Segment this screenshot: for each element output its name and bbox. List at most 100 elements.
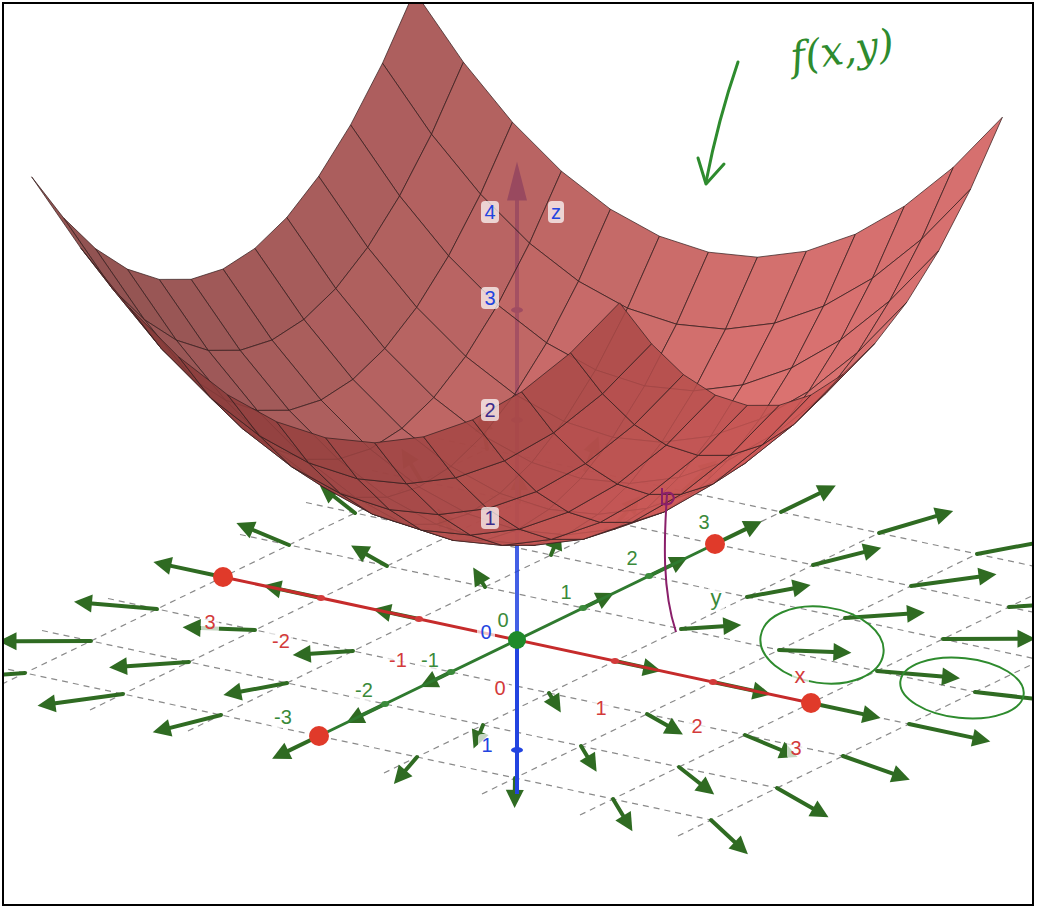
gradient-arrow-head: [809, 801, 829, 818]
gradient-arrow-shaft: [4, 673, 25, 678]
gradient-arrow-head: [272, 743, 292, 759]
gradient-arrow-shaft: [483, 583, 485, 587]
y-tick: [645, 573, 653, 579]
z-tick: [511, 747, 523, 753]
gradient-arrow-head: [742, 521, 762, 537]
gradient-arrow-shaft: [55, 694, 123, 703]
paraboloid-surface: [32, 4, 1003, 545]
gradient-arrow-head: [109, 657, 128, 675]
grid-line: [108, 599, 843, 757]
x-tick: [317, 595, 325, 601]
gradient-arrow-head: [183, 619, 201, 637]
grid-line: [188, 491, 683, 731]
y-tick: [447, 669, 455, 675]
surface-patch: [95, 249, 176, 341]
gradient-arrow-head: [236, 522, 256, 539]
surface-patch: [858, 251, 939, 352]
gradient-arrow-shaft: [879, 516, 936, 533]
gradient-arrow-shaft: [127, 662, 189, 666]
image-frame: [3, 3, 1033, 905]
x-axis-point: [801, 693, 821, 713]
grid-line: [174, 567, 909, 725]
scene-group: [4, 4, 1032, 854]
gradient-arrow-shaft: [253, 530, 289, 545]
gradient-arrow-shaft: [551, 548, 554, 555]
gradient-arrow-head: [791, 580, 810, 598]
axis-label: -1: [386, 649, 410, 671]
gradient-arrow-head: [580, 752, 597, 772]
y-tick: [579, 605, 587, 611]
axis-label: 1: [592, 697, 609, 719]
gradient-arrow-head: [816, 485, 836, 501]
z-axis: [515, 640, 519, 794]
gradient-arrow-head: [223, 683, 242, 701]
gradient-arrow-head: [941, 668, 960, 686]
axis-label: 0: [477, 621, 494, 643]
grid-line: [306, 503, 1032, 661]
point-mark: [662, 488, 674, 504]
gradient-arrow-shaft: [367, 554, 387, 566]
gradient-arrow-head: [1018, 630, 1033, 648]
gradient-arrow-head: [153, 719, 173, 736]
axis-label: 1: [481, 507, 498, 529]
axis-label: -1: [418, 649, 442, 671]
function-annotation: f(x,y): [785, 22, 900, 79]
x-tick: [415, 616, 423, 622]
surface-patch: [130, 308, 211, 398]
axis-label: 2: [623, 547, 640, 569]
grid-line: [4, 449, 487, 689]
gradient-arrow-head: [394, 765, 413, 785]
gradient-arrow-head: [544, 692, 561, 712]
gradient-arrow-head: [351, 546, 371, 563]
x-tick: [611, 658, 619, 664]
gradient-arrow-head: [890, 765, 910, 782]
origin-point: [508, 631, 526, 649]
axis-label: 2: [481, 399, 498, 421]
gradient-arrow-shaft: [679, 767, 700, 783]
grid-line: [4, 663, 711, 821]
gradient-arrow-shaft: [170, 715, 221, 728]
gradient-arrow-shaft: [406, 757, 417, 770]
axis-label: 3: [787, 737, 804, 759]
gradient-arrow-shaft: [777, 788, 813, 808]
axis-label: 1: [478, 734, 495, 756]
gradient-arrow-shaft: [877, 671, 942, 677]
annotations: [662, 62, 1027, 724]
gradient-arrow-head: [978, 568, 997, 586]
gradient-arrow-head: [833, 643, 851, 661]
gradient-arrow-head: [153, 557, 173, 575]
axis-label: -3: [271, 706, 295, 728]
gradient-arrow-head: [862, 543, 882, 560]
gradient-arrow-shaft: [681, 626, 723, 629]
surface-patch: [922, 117, 1003, 239]
gradient-arrow-shaft: [17, 639, 91, 643]
grid-line: [286, 512, 781, 752]
axis-label: y: [708, 586, 725, 610]
gradient-arrow-head: [473, 568, 490, 588]
surface-patch: [179, 357, 260, 436]
gradient-arrow-head: [694, 776, 714, 794]
gradient-arrow-shaft: [1009, 602, 1032, 607]
axis-label: 3: [695, 511, 712, 533]
gradient-arrow-shaft: [813, 552, 864, 565]
axis-label: 0: [494, 609, 511, 631]
axis-label: -2: [352, 679, 376, 701]
grid-line: [580, 575, 1032, 815]
gradient-arrow-shaft: [781, 493, 820, 512]
surface-patch: [571, 303, 652, 394]
grid-line: [240, 535, 975, 693]
gradient-arrow-head: [4, 632, 17, 650]
x-axis-point: [213, 567, 233, 587]
gradient-arrow-shaft: [549, 693, 551, 697]
gradient-arrow-shaft: [92, 603, 157, 609]
gradient-arrow-shaft: [745, 735, 781, 750]
axes: [213, 162, 821, 795]
gradient-arrow-shaft: [943, 637, 1017, 641]
gradient-arrow-head: [506, 790, 524, 808]
surface-patch: [809, 301, 890, 391]
gradient-arrow-shaft: [311, 651, 353, 654]
gradient-arrow-shaft: [977, 540, 1032, 554]
axis-label: -2: [269, 630, 293, 652]
gradient-arrow-shaft: [581, 746, 587, 756]
